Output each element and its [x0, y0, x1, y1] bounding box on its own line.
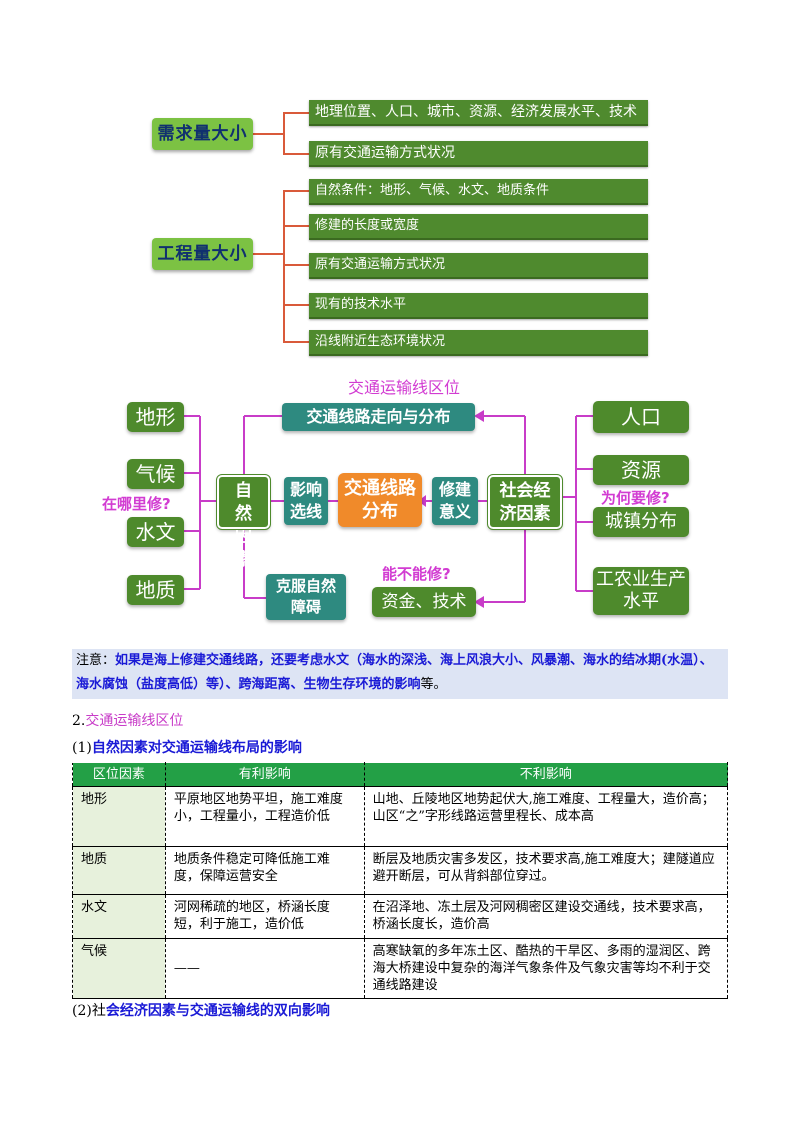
where-label: 在哪里修? [102, 495, 171, 513]
table-row: 气候 —— 高寒缺氧的多年冻土区、酷热的干旱区、多雨的湿润区、跨海大桥建设中复杂… [72, 938, 729, 999]
capital-tech-box: 资金、技术 [372, 587, 476, 617]
table-header: 有利影响 [164, 762, 365, 787]
natural-factors-table: 区位因素 有利影响 不利影响 地形 平原地区地势平坦，施工难度小，工程量小，工程… [72, 762, 729, 999]
can-build-label: 能不能修? [382, 565, 451, 583]
factor-cities: 城镇分布 [593, 507, 689, 537]
demand-item: 地理位置、人口、城市、资源、经济发展水平、技术 [309, 100, 648, 126]
table-cell: 水文 [72, 894, 166, 939]
factor-resources: 资源 [593, 455, 689, 485]
table-row: 水文 河网稀疏的地区，桥涵长度短，利于施工，造价低 在沼泽地、冻土层及河网稠密区… [72, 894, 729, 939]
table-row: 地质 地质条件稳定可降低施工难度，保障运营安全 断层及地质灾害多发区，技术要求高… [72, 846, 729, 895]
factor-industry: 工农业生产水平 [593, 567, 689, 615]
table-cell: 河网稀疏的地区，桥涵长度短，利于施工，造价低 [164, 894, 365, 939]
table-cell: 高寒缺氧的多年冻土区、酷热的干旱区、多雨的湿润区、跨海大桥建设中复杂的海洋气象条… [363, 938, 729, 999]
note-box: 注意：如果是海上修建交通线路，还要考虑水文（海水的深浅、海上风浪大小、风暴潮、海… [72, 649, 728, 699]
factor-population: 人口 [593, 401, 689, 433]
table-header: 不利影响 [363, 762, 729, 787]
influence-box: 影响选线 [284, 477, 328, 525]
social-factors-box: 社会经济因素 [487, 474, 563, 530]
project-item: 现有的技术水平 [309, 293, 648, 319]
table-cell: 平原地区地势平坦，施工难度小，工程量小，工程造价低 [164, 786, 365, 847]
route-distribution-box: 交通线路走向与分布 [282, 403, 475, 431]
table-row: 地形 平原地区地势平坦，施工难度小，工程量小，工程造价低 山地、丘陵地区地势起伏… [72, 786, 729, 847]
factor-terrain: 地形 [127, 402, 184, 432]
project-label: 工程量大小 [152, 238, 253, 270]
section-2-heading: 2.交通运输线区位 [72, 713, 184, 729]
significance-box: 修建意义 [432, 477, 478, 525]
table-header: 区位因素 [72, 762, 166, 787]
mindmap-title: 交通运输线区位 [348, 378, 461, 397]
why-label: 为何要修? [601, 489, 670, 507]
project-item: 原有交通运输方式状况 [309, 253, 648, 279]
table-cell: 山地、丘陵地区地势起伏大,施工难度、工程量大，造价高；山区“之”字形线路运营里程… [363, 786, 729, 847]
table-cell: 地形 [72, 786, 166, 847]
table-cell: 地质条件稳定可降低施工难度，保障运营安全 [164, 846, 365, 895]
table-cell: —— [164, 938, 365, 999]
natural-factors-box: 自然因素 [216, 474, 271, 570]
note-body: 如果是海上修建交通线路，还要考虑水文（海水的深浅、海上风浪大小、风暴潮、海水的结… [76, 653, 713, 692]
project-item: 沿线附近生态环境状况 [309, 330, 648, 356]
demand-item: 原有交通运输方式状况 [309, 141, 648, 167]
note-suffix: 等。 [420, 677, 447, 692]
table-cell: 气候 [72, 938, 166, 999]
table-cell: 在沼泽地、冻土层及河网稠密区建设交通线，技术要求高，桥涵长度长，造价高 [363, 894, 729, 939]
table-header-row: 区位因素 有利影响 不利影响 [72, 762, 729, 787]
route-center-box: 交通线路分布 [338, 473, 422, 527]
table-cell: 地质 [72, 846, 166, 895]
factor-hydrology: 水文 [127, 517, 184, 547]
note-prefix: 注意： [76, 653, 116, 668]
mindmap-connectors [184, 410, 593, 608]
section-2-1-heading: (1)自然因素对交通运输线布局的影响 [72, 740, 302, 756]
demand-label: 需求量大小 [152, 118, 253, 150]
table-cell: 断层及地质灾害多发区，技术要求高,施工难度大；建隧道应避开断层，可从背斜部位穿过… [363, 846, 729, 895]
overcome-obstacles-box: 克服自然障碍 [266, 574, 346, 620]
factor-geology: 地质 [127, 575, 184, 605]
factor-climate: 气候 [127, 459, 184, 489]
section-2-2-heading: (2)社会经济因素与交通运输线的双向影响 [72, 1003, 330, 1019]
project-item: 自然条件：地形、气候、水文、地质条件 [309, 179, 648, 205]
project-item: 修建的长度或宽度 [309, 214, 648, 240]
